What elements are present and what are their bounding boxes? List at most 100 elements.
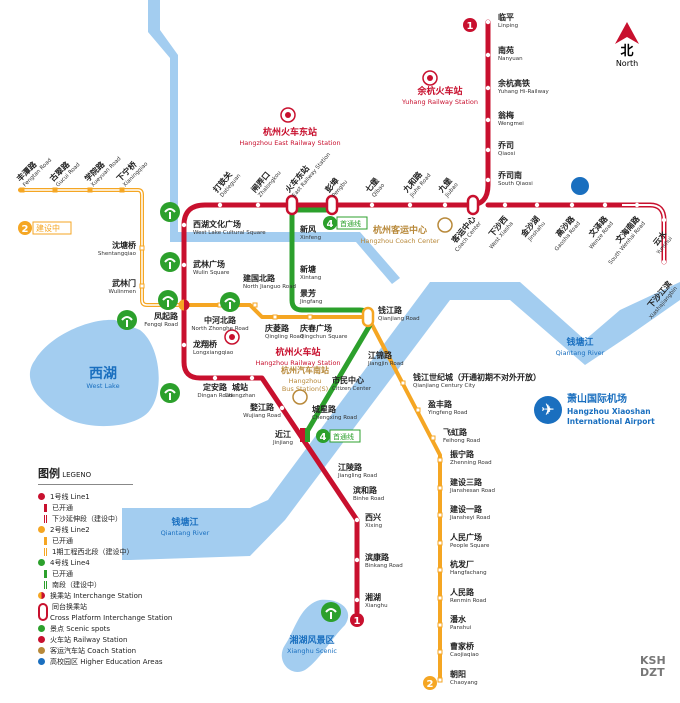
legend-label: 同台换乘站 — [52, 602, 87, 611]
legend-label: 1期工程西北段（建设中） — [52, 547, 134, 556]
line4-badge-number: 4 — [327, 219, 334, 230]
yuhang-railway-label: 余杭火车站 — [416, 85, 462, 97]
station — [87, 187, 93, 193]
station — [485, 52, 491, 58]
station-name-en: Nanyuan — [498, 56, 523, 62]
legend-item: 已开通 — [38, 502, 218, 513]
first-section-tag — [329, 429, 361, 443]
line4-badge — [316, 429, 330, 443]
station-name-en: Xixing — [365, 523, 382, 529]
station-name-cn: 南苑 — [498, 45, 514, 55]
railway-station-icon — [422, 70, 438, 86]
station-name-cn: 西湖文化广场 — [193, 219, 241, 229]
legend-swatch — [38, 647, 45, 654]
legend-item: 1期工程西北段（建设中） — [38, 546, 218, 557]
water-features — [29, 0, 680, 672]
station — [634, 202, 640, 208]
coach-station-icon — [437, 217, 453, 233]
east-railway-label: 杭州火车东站 — [263, 126, 317, 138]
station — [249, 375, 255, 381]
station — [139, 283, 145, 289]
hz-railway-label: Hangzhou Railway Station — [255, 359, 340, 367]
station-name-en: Xinfeng — [300, 235, 321, 241]
station — [485, 147, 491, 153]
station-name-cn: 建设一路 — [449, 504, 483, 514]
station — [442, 202, 448, 208]
station-name-cn: 杭发厂 — [450, 559, 474, 569]
legend-item: 2号线 Line2 — [38, 524, 218, 535]
station-name-cn: 武林广场 — [193, 259, 225, 269]
station-name-en: Jianshesan Road — [449, 488, 495, 494]
line2-badge-south-number: 2 — [427, 679, 434, 690]
line2-badge-south — [423, 676, 437, 690]
airplane-glyph: ✈ — [541, 400, 554, 419]
line2-badge — [18, 221, 32, 235]
station-name-cn: 龙翔桥 — [192, 339, 218, 349]
station — [252, 302, 258, 308]
station — [661, 259, 667, 265]
station-name-cn: 潘水 — [450, 614, 467, 624]
legend-item: Cross Platform Interchange Station — [38, 612, 218, 623]
station-name-cn: 建设三路 — [449, 477, 483, 487]
legend-label: Cross Platform Interchange Station — [50, 613, 173, 622]
legend-label: 已开通 — [52, 569, 73, 578]
station-name-en: Yingfeng Road — [427, 410, 468, 416]
first-section-label: 首通线 — [333, 432, 354, 441]
legend-swatch — [38, 559, 45, 566]
cross-platform-station — [325, 194, 339, 216]
line1-badge-south — [350, 613, 364, 627]
station-name-cn: 景芳 — [300, 288, 316, 298]
scenic-spot-glyph — [164, 208, 176, 219]
station — [354, 517, 360, 523]
station — [437, 595, 443, 601]
west-lake-label: 西湖 — [89, 366, 117, 382]
legend-item: 下沙延伸段（建设中） — [38, 513, 218, 524]
station-name-en: Wulin Square — [193, 270, 230, 276]
line2-construction-inner — [20, 189, 182, 306]
railway-station-icon-core — [285, 112, 291, 118]
station-name-en: Yuhang Hi-Railway — [497, 89, 549, 95]
station — [354, 597, 360, 603]
legend-swatch — [38, 602, 48, 621]
cross-platform-station — [361, 306, 375, 328]
scenic-spot-glyph — [325, 608, 337, 619]
station — [502, 202, 508, 208]
scenic-spot-glyph — [164, 389, 176, 400]
legend-label: 1号线 Line1 — [50, 492, 90, 501]
legend-item: 高校园区 Higher Education Areas — [38, 656, 218, 667]
qiantang-river — [122, 282, 680, 560]
construction-tag — [32, 221, 72, 235]
station — [415, 407, 421, 413]
legend-label: 火车站 Railway Station — [50, 635, 128, 644]
station — [437, 677, 443, 683]
station-name-cn: 滨康路 — [365, 552, 390, 562]
bus-station-label: 杭州汽车南站 — [281, 365, 329, 375]
scenic-spot-glyph — [121, 316, 133, 327]
line4-badge-number: 4 — [320, 432, 327, 443]
station-name-en: North Zhonghe Road — [191, 326, 248, 332]
legend-item: 4号线 Line4 — [38, 557, 218, 568]
station-name-cn: 新塘 — [300, 264, 316, 274]
